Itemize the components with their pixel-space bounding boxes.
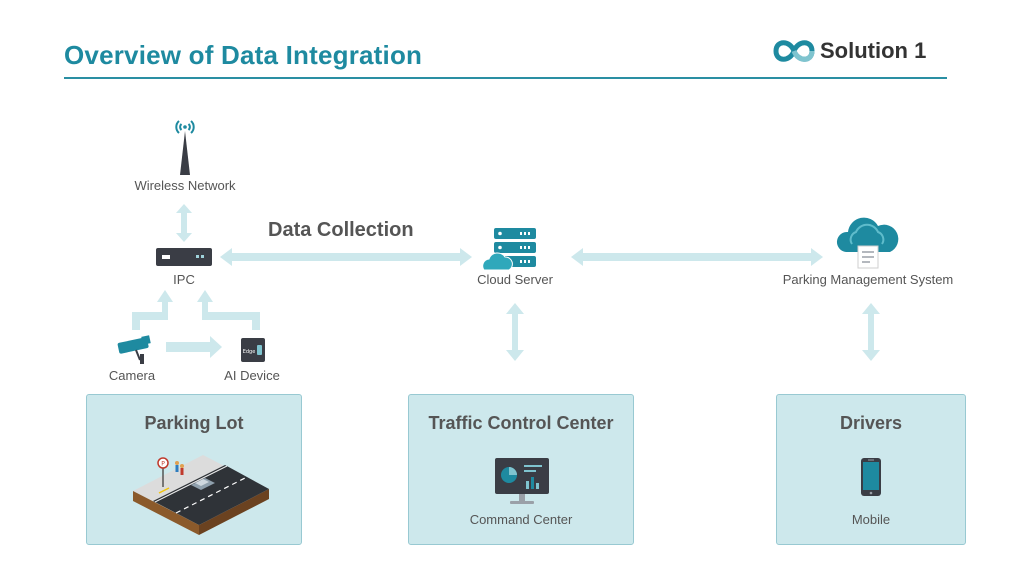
- arrow-cloud-pms: [571, 248, 823, 266]
- cloud-server-label: Cloud Server: [477, 272, 553, 287]
- title-divider: [64, 77, 947, 79]
- page-title: Overview of Data Integration: [64, 40, 423, 70]
- traffic-control-box: Traffic Control Center Command Center: [408, 394, 634, 545]
- ipc-device-icon: [156, 248, 212, 266]
- parking-lot-title: Parking Lot: [144, 413, 244, 433]
- drivers-title: Drivers: [839, 413, 903, 433]
- svg-text:P: P: [161, 461, 165, 468]
- parking-management-system-label: Parking Management System: [782, 272, 954, 287]
- arrow-cloud-traffic: [506, 303, 524, 361]
- arrow-wireless-ipc: [176, 204, 192, 242]
- drivers-box: Drivers Mobile: [776, 394, 966, 545]
- traffic-control-title: Traffic Control Center: [428, 413, 614, 433]
- parking-lot-illustration-icon: P: [133, 455, 269, 535]
- parking-management-cloud-icon: [836, 217, 899, 269]
- wireless-tower-icon: [175, 120, 195, 175]
- mobile-phone-icon: [861, 458, 881, 496]
- camera-label: Camera: [108, 368, 156, 383]
- parking-lot-box: Parking Lot P: [86, 394, 302, 545]
- arrow-ipc-cloud: [220, 248, 472, 266]
- ai-device-icon: Edge: [241, 338, 265, 362]
- monitor-dashboard-icon: [495, 458, 549, 504]
- mobile-label: Mobile: [851, 512, 891, 527]
- wireless-network-label: Wireless Network: [134, 178, 236, 193]
- camera-icon: [117, 335, 151, 364]
- ai-chip-label: Edge: [243, 349, 256, 355]
- arrow-pms-drivers: [862, 303, 880, 361]
- ai-device-label: AI Device: [224, 368, 280, 383]
- infinity-logo-icon: [773, 40, 815, 62]
- cloud-server-icon: [482, 228, 536, 271]
- arrows-devices-ipc: [132, 290, 260, 358]
- brand-name: Solution 1: [820, 38, 927, 63]
- ipc-label: IPC: [173, 272, 195, 287]
- data-collection-label: Data Collection: [268, 219, 414, 241]
- command-center-label: Command Center: [469, 512, 573, 527]
